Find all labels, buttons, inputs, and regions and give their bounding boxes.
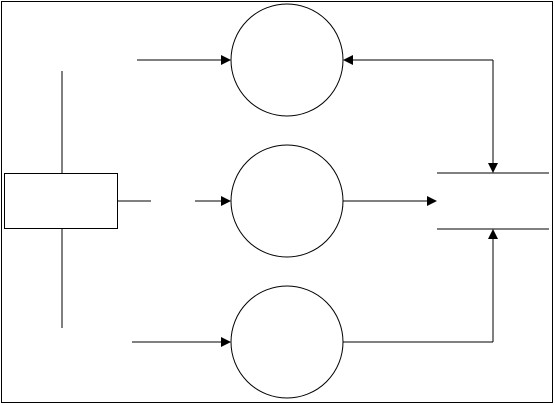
external-entity-box — [4, 173, 118, 229]
process-circle-bottom — [230, 285, 344, 399]
process-circle-middle — [230, 144, 344, 258]
process-circle-top — [230, 3, 344, 117]
